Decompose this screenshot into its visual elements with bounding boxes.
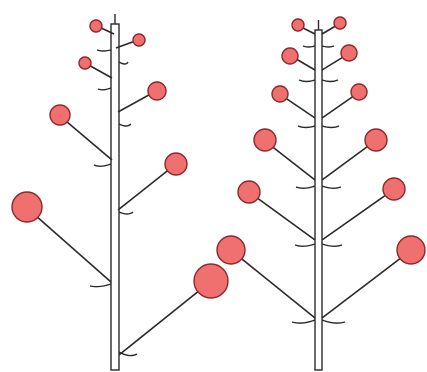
flower — [254, 129, 276, 151]
flower — [397, 236, 425, 264]
flower — [365, 129, 387, 151]
flower — [133, 34, 145, 46]
flower — [383, 178, 405, 200]
flower — [165, 153, 187, 175]
flower — [79, 57, 91, 69]
flower — [217, 236, 245, 264]
flower — [238, 181, 260, 203]
flower — [148, 82, 166, 100]
flower — [12, 192, 42, 222]
flower — [334, 17, 346, 29]
flower — [282, 48, 298, 64]
flower — [272, 86, 288, 102]
flower — [292, 19, 304, 31]
main-stem — [111, 24, 119, 370]
flower — [341, 45, 357, 61]
flower — [50, 105, 70, 125]
main-stem — [315, 30, 322, 370]
flower — [194, 264, 228, 298]
flower — [90, 20, 102, 32]
flower — [351, 84, 367, 100]
